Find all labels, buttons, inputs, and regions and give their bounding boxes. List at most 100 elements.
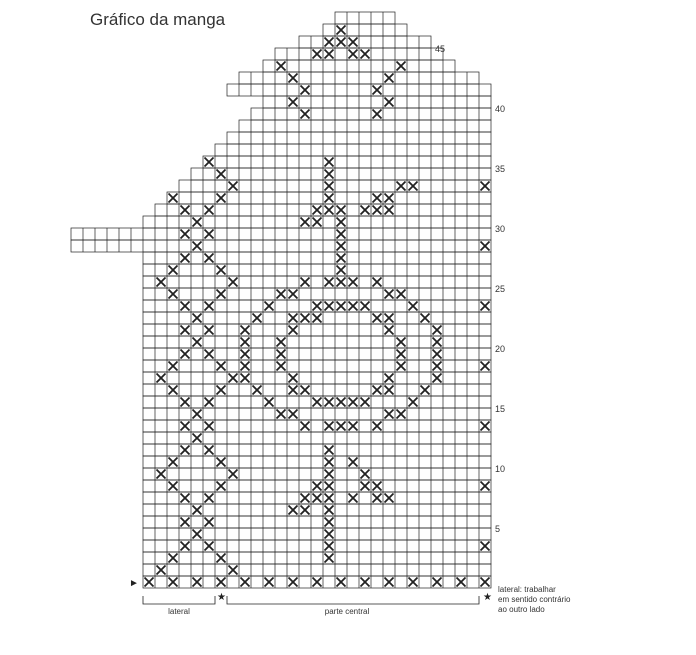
cross-stitch xyxy=(217,194,226,203)
cross-stitch xyxy=(205,254,214,263)
grid-row xyxy=(143,264,491,276)
grid-row xyxy=(143,504,491,516)
cross-stitch xyxy=(481,578,490,587)
cross-stitch xyxy=(337,26,346,35)
cross-stitch xyxy=(373,86,382,95)
cross-stitch xyxy=(397,350,406,359)
cross-stitch xyxy=(241,578,250,587)
grid-row xyxy=(143,408,491,420)
cross-stitch xyxy=(241,374,250,383)
cross-stitch xyxy=(325,482,334,491)
cross-stitch xyxy=(193,578,202,587)
cross-stitch xyxy=(193,530,202,539)
cross-stitch xyxy=(169,194,178,203)
cross-stitch xyxy=(169,458,178,467)
cross-stitch xyxy=(181,326,190,335)
cross-stitch xyxy=(181,542,190,551)
cross-stitch xyxy=(277,350,286,359)
note-line-1: lateral: trabalhar xyxy=(498,585,618,595)
cross-stitch xyxy=(157,470,166,479)
cross-stitch xyxy=(193,242,202,251)
cross-stitch xyxy=(217,362,226,371)
grid-row xyxy=(143,432,491,444)
cross-stitch xyxy=(337,422,346,431)
cross-stitch xyxy=(337,398,346,407)
cross-stitch xyxy=(409,398,418,407)
cross-stitch xyxy=(481,542,490,551)
cross-stitch xyxy=(325,398,334,407)
cross-stitch xyxy=(205,542,214,551)
cross-stitch xyxy=(181,518,190,527)
cross-stitch xyxy=(481,242,490,251)
cross-stitch xyxy=(265,578,274,587)
cross-stitch xyxy=(193,434,202,443)
cross-stitch xyxy=(301,278,310,287)
cross-stitch xyxy=(361,302,370,311)
cross-stitch xyxy=(205,446,214,455)
cross-stitch xyxy=(265,302,274,311)
cross-stitch xyxy=(433,350,442,359)
cross-stitch xyxy=(337,206,346,215)
note-line-3: ao outro lado xyxy=(498,605,618,615)
cross-stitch xyxy=(205,206,214,215)
cross-stitch xyxy=(349,38,358,47)
cross-stitch xyxy=(385,410,394,419)
grid-row xyxy=(323,24,407,36)
row-number: 25 xyxy=(495,284,505,294)
cross-stitch xyxy=(181,398,190,407)
cross-stitch xyxy=(385,206,394,215)
cross-stitch xyxy=(325,38,334,47)
cross-stitch xyxy=(181,446,190,455)
cross-stitch xyxy=(433,374,442,383)
grid-lines xyxy=(71,12,491,588)
cross-stitch xyxy=(301,494,310,503)
cross-stitch xyxy=(373,494,382,503)
cross-stitch xyxy=(313,494,322,503)
cross-stitch xyxy=(169,554,178,563)
cross-stitch xyxy=(361,578,370,587)
cross-stitch xyxy=(349,50,358,59)
cross-stitch xyxy=(337,38,346,47)
cross-stitch xyxy=(217,386,226,395)
cross-stitch xyxy=(289,314,298,323)
grid-row xyxy=(143,420,491,432)
cross-stitch xyxy=(289,374,298,383)
cross-stitch xyxy=(337,266,346,275)
cross-stitch xyxy=(325,506,334,515)
cross-stitch xyxy=(349,302,358,311)
cross-stitch xyxy=(217,266,226,275)
lateral-bracket xyxy=(143,596,215,604)
cross-stitch xyxy=(241,350,250,359)
cross-stitch xyxy=(385,314,394,323)
grid-row xyxy=(143,540,491,552)
cross-stitch xyxy=(325,518,334,527)
cross-stitch xyxy=(373,206,382,215)
cross-stitch xyxy=(349,398,358,407)
star-icon: ★ xyxy=(217,592,226,603)
grid-row xyxy=(143,528,491,540)
cross-stitch xyxy=(397,362,406,371)
row-number: 30 xyxy=(495,224,505,234)
cross-stitch xyxy=(169,290,178,299)
cross-stitch xyxy=(385,326,394,335)
cross-stitch xyxy=(397,338,406,347)
cross-stitch xyxy=(301,506,310,515)
cross-stitch xyxy=(289,290,298,299)
cross-stitch xyxy=(301,314,310,323)
grid-row xyxy=(143,360,491,372)
cross-stitch xyxy=(433,578,442,587)
cross-stitch xyxy=(229,278,238,287)
cross-stitch xyxy=(205,230,214,239)
cross-stitch xyxy=(385,194,394,203)
cross-stitch xyxy=(205,398,214,407)
cross-stitch xyxy=(373,110,382,119)
central-label: parte central xyxy=(325,607,370,616)
cross-stitch xyxy=(337,302,346,311)
cross-stitch xyxy=(313,206,322,215)
cross-stitch xyxy=(217,554,226,563)
cross-stitch xyxy=(481,422,490,431)
cross-stitch xyxy=(325,542,334,551)
cross-stitch xyxy=(217,458,226,467)
cross-stitch xyxy=(397,410,406,419)
cross-stitch xyxy=(217,170,226,179)
